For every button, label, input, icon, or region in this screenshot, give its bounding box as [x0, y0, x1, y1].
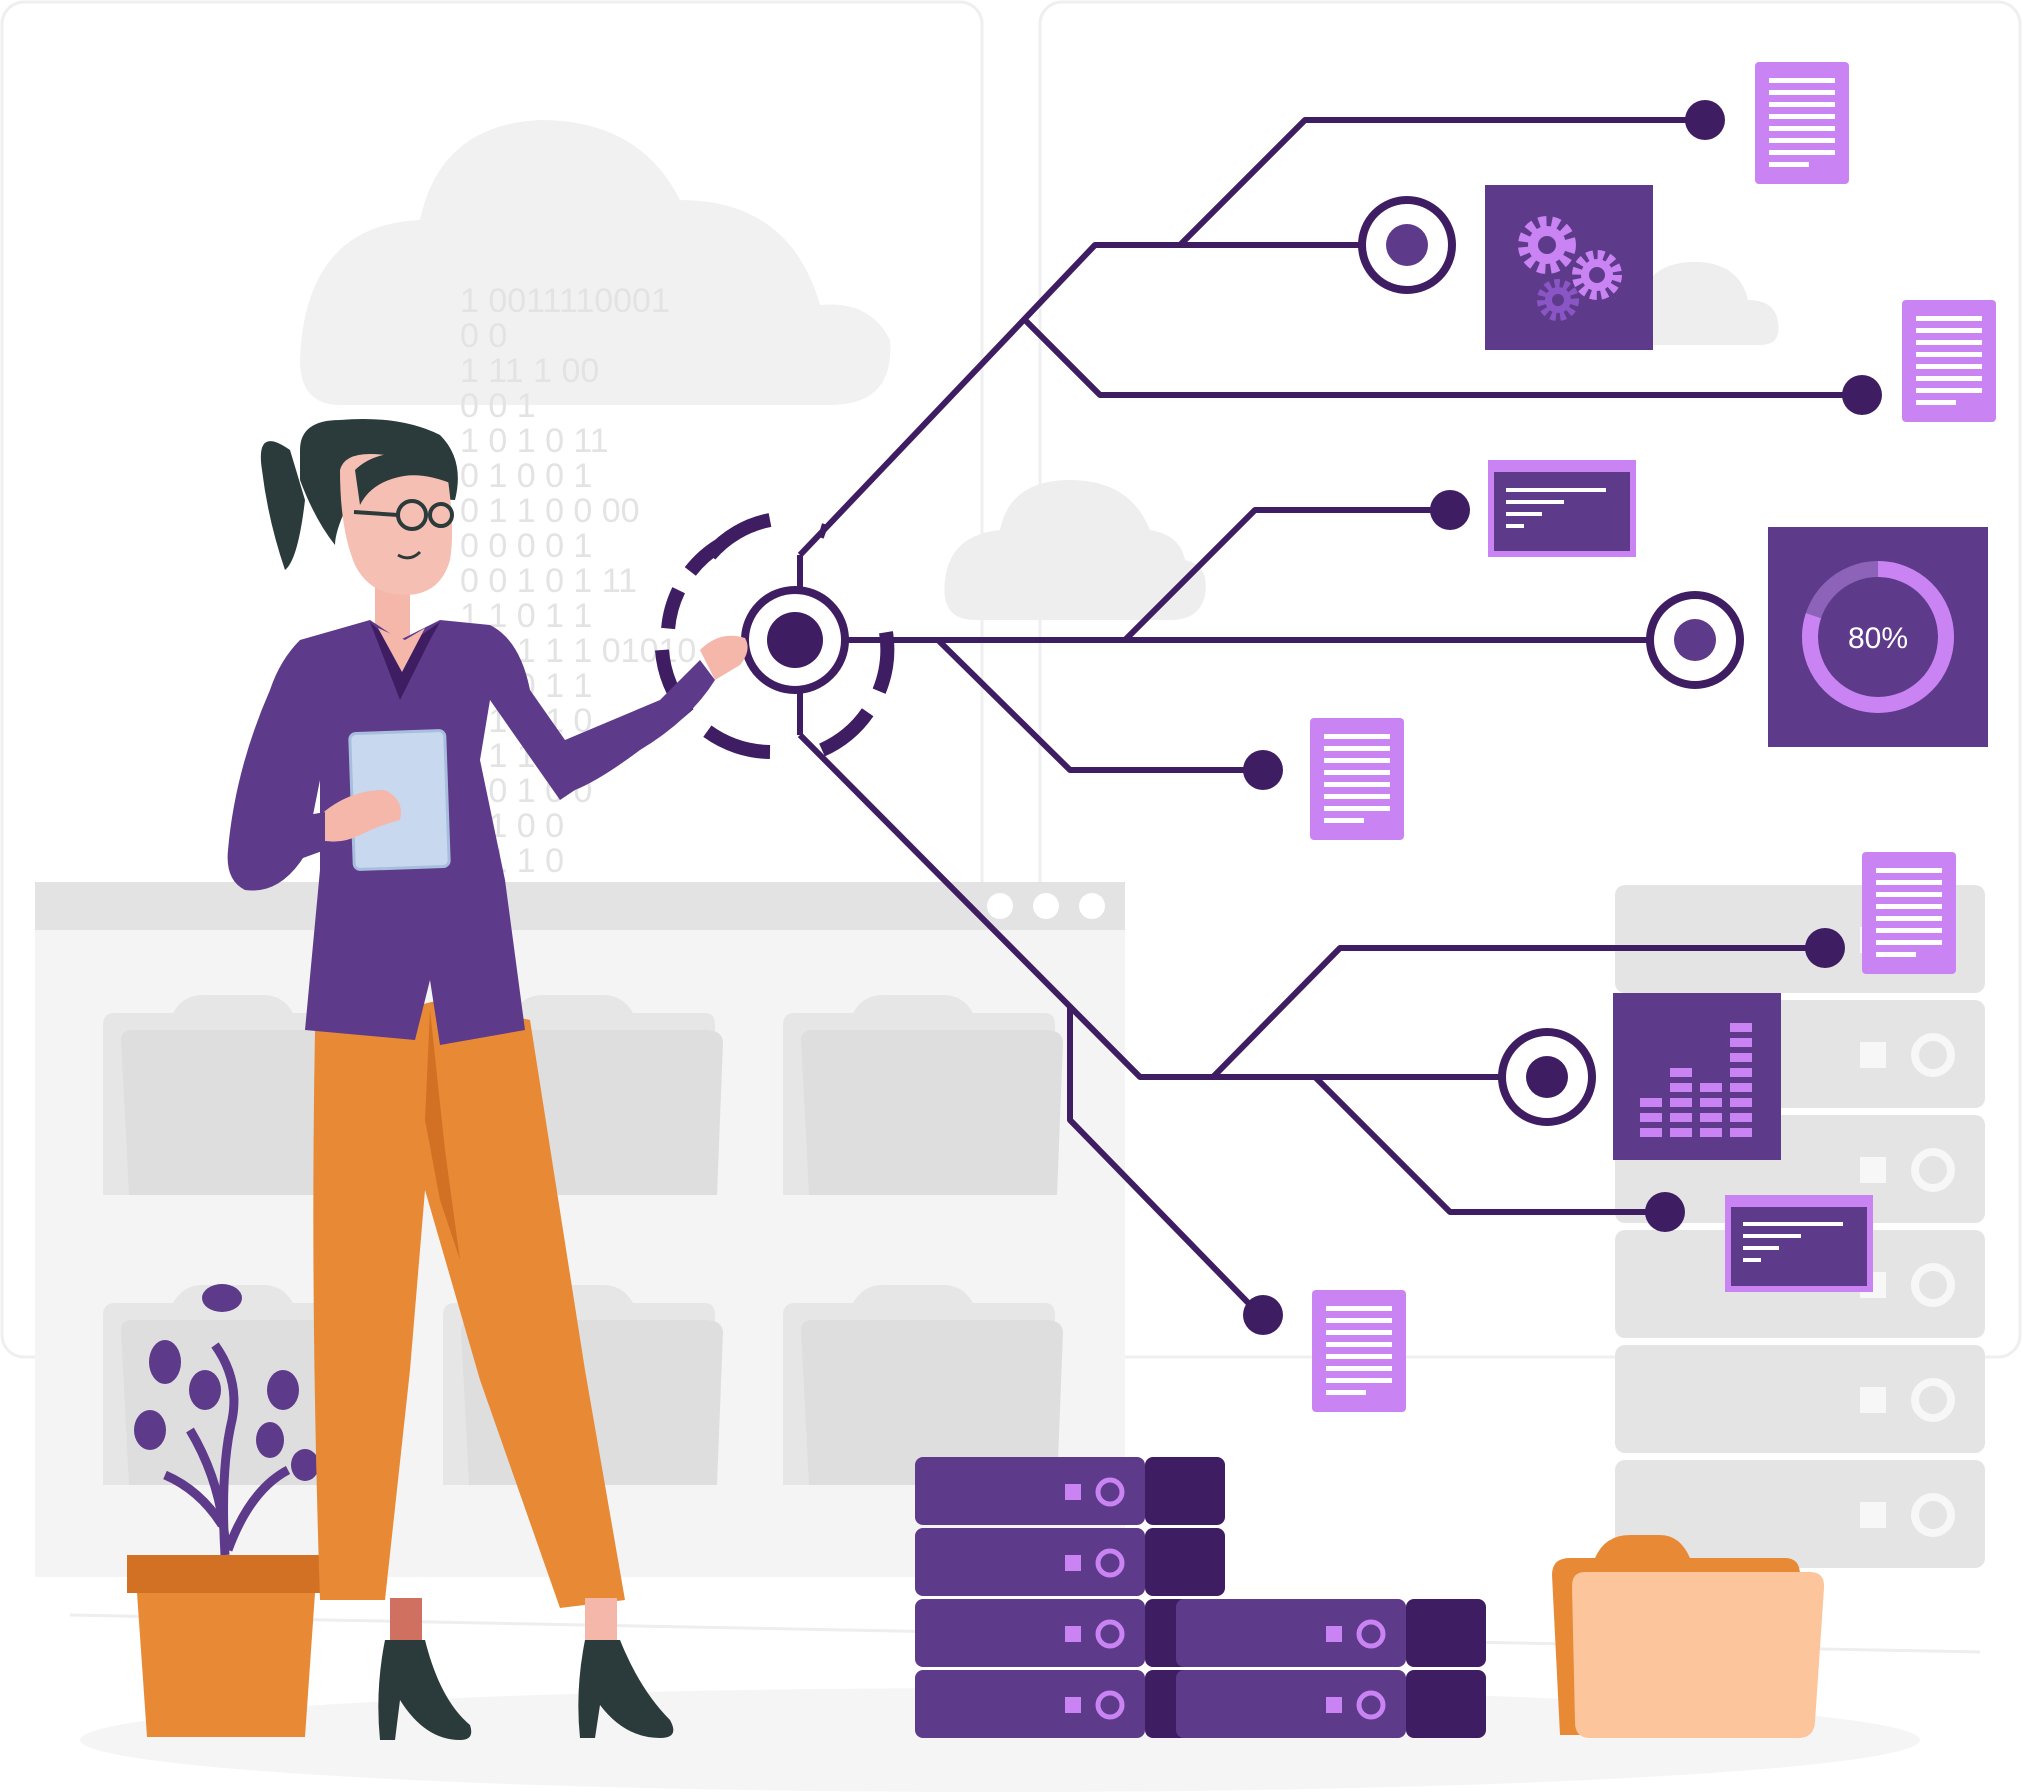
- binary-row: 0 0 1: [460, 387, 536, 425]
- document-icon: [1312, 1290, 1406, 1412]
- code-window: [1725, 1195, 1873, 1292]
- folder-icon: [783, 995, 1063, 1195]
- binary-row: 1 0011110001: [460, 282, 670, 320]
- node-ring: [1646, 591, 1744, 689]
- code-window: [1488, 460, 1636, 557]
- cloud-icon: [300, 120, 891, 405]
- bar-chart-icon: [1640, 1023, 1752, 1137]
- progress-gauge-panel: 80%: [1768, 527, 1988, 747]
- document-icon: [1862, 852, 1956, 974]
- node-dot: [1243, 750, 1283, 790]
- binary-row: 0 1 0 0 1: [460, 457, 592, 495]
- node-dot: [1805, 928, 1845, 968]
- gear-icon: [1518, 216, 1576, 274]
- person-figure: [227, 419, 748, 1740]
- chart-panel: [1613, 993, 1781, 1160]
- node-dot: [1243, 1295, 1283, 1335]
- binary-row: 0 1 1 0 0 00: [460, 492, 640, 530]
- cloud-icon: [1611, 261, 1779, 345]
- node-ring: [1358, 196, 1456, 294]
- gear-icon: [1537, 279, 1579, 321]
- folder-icon: [1552, 1535, 1825, 1738]
- document-icon: [1902, 300, 1996, 422]
- central-hub: [655, 513, 895, 759]
- binary-row: 0 0 1 0 1 11: [460, 562, 637, 600]
- gauge-percentage: 80%: [1848, 622, 1908, 655]
- node-dot: [1842, 375, 1882, 415]
- node-dot: [1685, 100, 1725, 140]
- node-dot: [1645, 1192, 1685, 1232]
- folder-icon: [783, 1285, 1063, 1485]
- settings-panel: [1485, 185, 1653, 350]
- network-connections: [795, 117, 1862, 1318]
- node-ring: [1498, 1028, 1596, 1126]
- gear-icon: [1572, 250, 1622, 300]
- document-icon: [1755, 62, 1849, 184]
- node-dot: [1430, 490, 1470, 530]
- binary-row: 1 0 1 0 11: [460, 422, 609, 460]
- potted-plant: [127, 1284, 325, 1737]
- server-stack: [1176, 1599, 1486, 1738]
- binary-row: 1 11 1 00: [460, 352, 599, 390]
- document-icon: [1310, 718, 1404, 840]
- cloud-icon: [944, 480, 1206, 620]
- binary-row: 0 0: [460, 317, 507, 355]
- binary-row: 0 0 0 0 1: [460, 527, 592, 565]
